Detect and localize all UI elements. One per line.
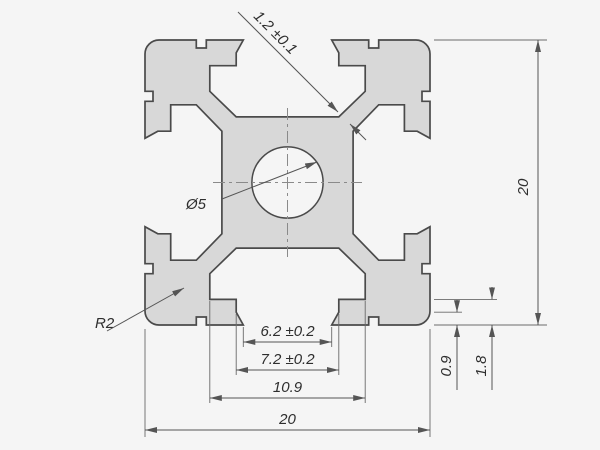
dim-corner-radius: R2 xyxy=(95,287,185,332)
slot-opening-label: 6.2 ±0.2 xyxy=(260,323,315,340)
corner-radius-label: R2 xyxy=(95,315,115,332)
lip-step-depth-label: 0.9 xyxy=(438,355,455,377)
leader-line-opposite xyxy=(349,123,367,141)
dim-slot-opening: 6.2 ±0.2 xyxy=(242,323,333,347)
dim-slot-inner-width: 10.9 xyxy=(209,301,366,403)
leader-line xyxy=(221,161,318,200)
dim-lip-total-depth: 1.8 xyxy=(434,287,497,390)
wall-thickness-label: 1.2 ±0.1 xyxy=(250,8,300,58)
slot-inner-width-label: 10.9 xyxy=(273,379,303,396)
lip-total-depth-label: 1.8 xyxy=(473,355,490,377)
profile-width-label: 20 xyxy=(278,411,296,428)
dim-profile-height: 20 xyxy=(434,39,547,326)
profile-height-label: 20 xyxy=(515,178,532,196)
dim-profile-width: 20 xyxy=(144,329,431,437)
dim-lip-step-depth: 0.9 xyxy=(434,300,462,390)
dim-slot-recess: 7.2 ±0.2 xyxy=(235,314,340,375)
leader-line xyxy=(237,11,339,113)
bore-diameter-label: Ø5 xyxy=(185,196,207,213)
slot-recess-label: 7.2 ±0.2 xyxy=(260,351,315,368)
dim-center-bore: Ø5 xyxy=(185,161,318,213)
leader-line xyxy=(106,287,185,332)
